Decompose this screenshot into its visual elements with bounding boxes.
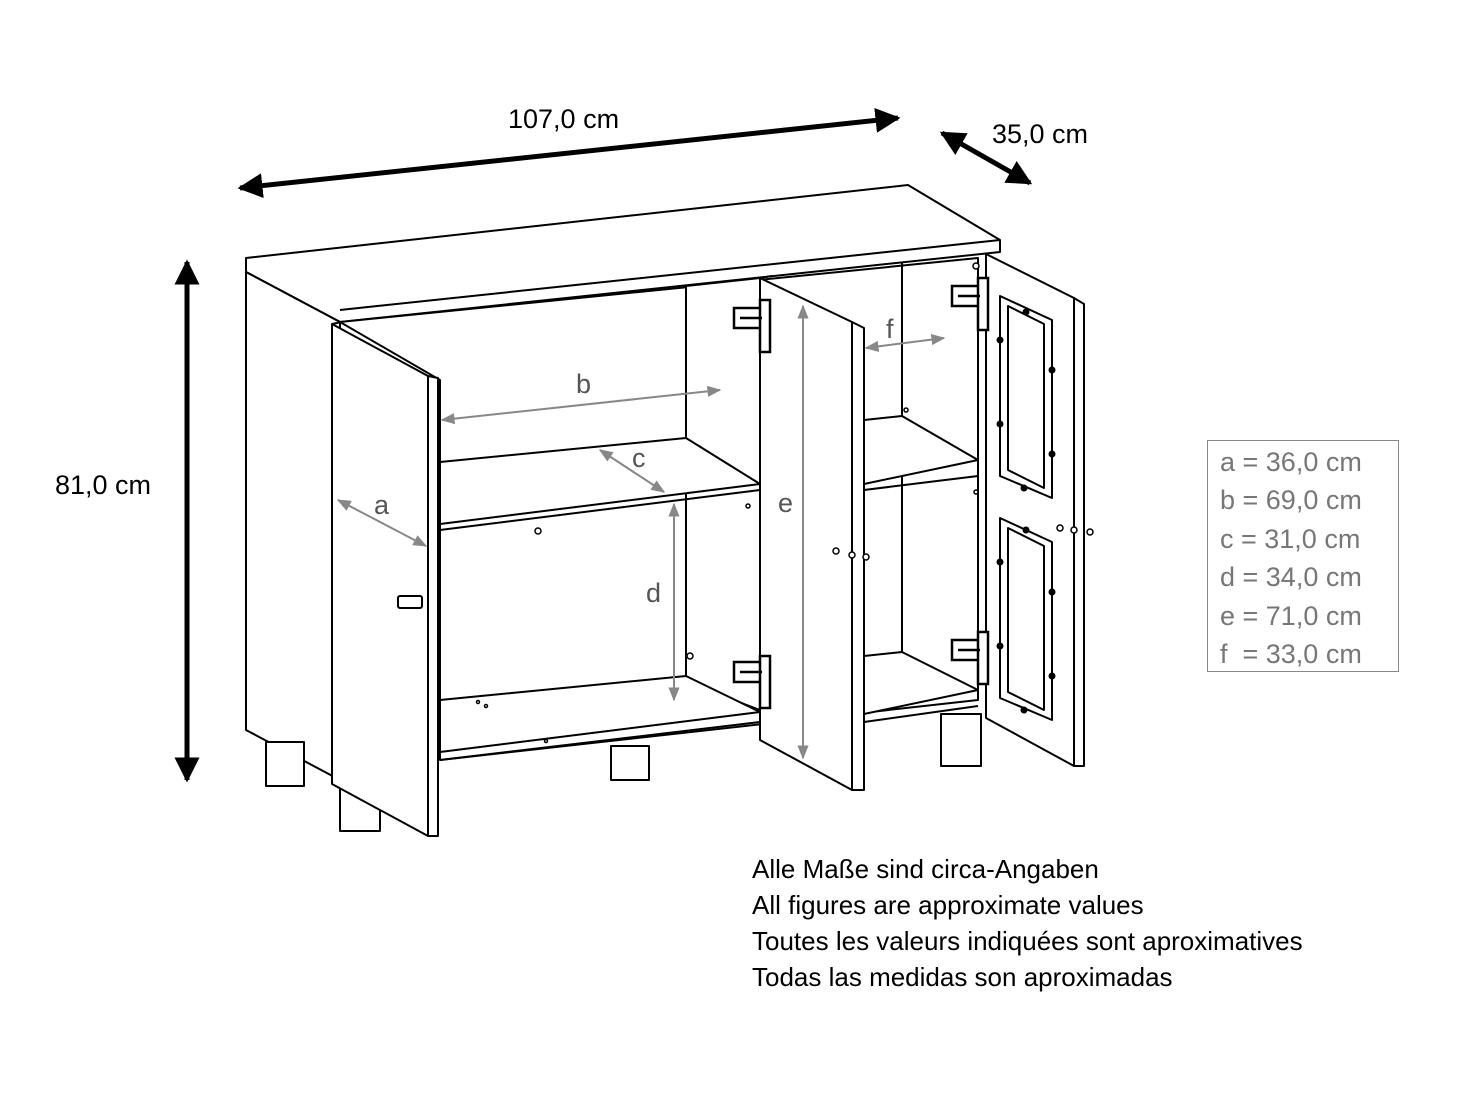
doors: [331, 253, 1085, 837]
dimension-c-arrow: [598, 449, 666, 493]
legend-entry-f: f = 33,0 cm: [1220, 639, 1362, 670]
leg-middle: [610, 745, 650, 781]
legend-entry-b: b = 69,0 cm: [1220, 485, 1362, 516]
dimension-b-arrow: [440, 385, 722, 425]
depth-dimension-label: 35,0 cm: [992, 119, 1088, 149]
legend-entry-d: d = 34,0 cm: [1220, 562, 1362, 593]
left-door-handle: [397, 595, 423, 609]
width-dimension-arrow: [237, 107, 901, 199]
left-door: [331, 323, 429, 837]
dimension-legend: a = 36,0 cm b = 69,0 cm c = 31,0 cm d = …: [1207, 440, 1399, 672]
leg-back-left: [265, 741, 305, 787]
legend-entry-a: a = 36,0 cm: [1220, 447, 1362, 477]
depth-dimension-arrow: [939, 130, 1033, 186]
inner-dimensions: [336, 304, 946, 760]
approximate-values-note: Alle Maße sind circa-Angaben All figures…: [752, 851, 1303, 995]
hinges: [732, 276, 990, 710]
dimension-a-arrow: [336, 499, 428, 547]
dimension-b-label: b: [576, 369, 591, 399]
hinge-top-right: [950, 276, 990, 332]
dimension-c-label: c: [632, 443, 646, 473]
dimension-a-label: a: [374, 490, 390, 520]
hinge-top-left: [732, 298, 772, 354]
middle-door: [759, 277, 853, 791]
note-spanish: Todas las medidas son aproximadas: [752, 962, 1173, 992]
hinge-bottom-right: [950, 630, 990, 686]
dimension-d-label: d: [646, 578, 661, 608]
note-german: Alle Maße sind circa-Angaben: [752, 854, 1099, 884]
glass-studs: [996, 308, 1056, 714]
legend-entry-e: e = 71,0 cm: [1220, 600, 1362, 631]
legend-entry-c: c = 31,0 cm: [1220, 523, 1361, 554]
hinge-bottom-left: [732, 654, 772, 710]
dimension-f-arrow: [864, 334, 946, 352]
left-side-panel: [245, 271, 341, 781]
height-dimension-label: 81,0 cm: [55, 470, 151, 500]
dimension-e-label: e: [778, 488, 793, 518]
width-dimension-label: 107,0 cm: [508, 104, 619, 134]
note-english: All figures are approximate values: [752, 890, 1144, 920]
fittings: [475, 262, 1094, 744]
leg-right: [940, 713, 982, 767]
note-french: Toutes les valeurs indiquées sont aproxi…: [752, 926, 1303, 956]
dimension-f-label: f: [886, 314, 894, 344]
